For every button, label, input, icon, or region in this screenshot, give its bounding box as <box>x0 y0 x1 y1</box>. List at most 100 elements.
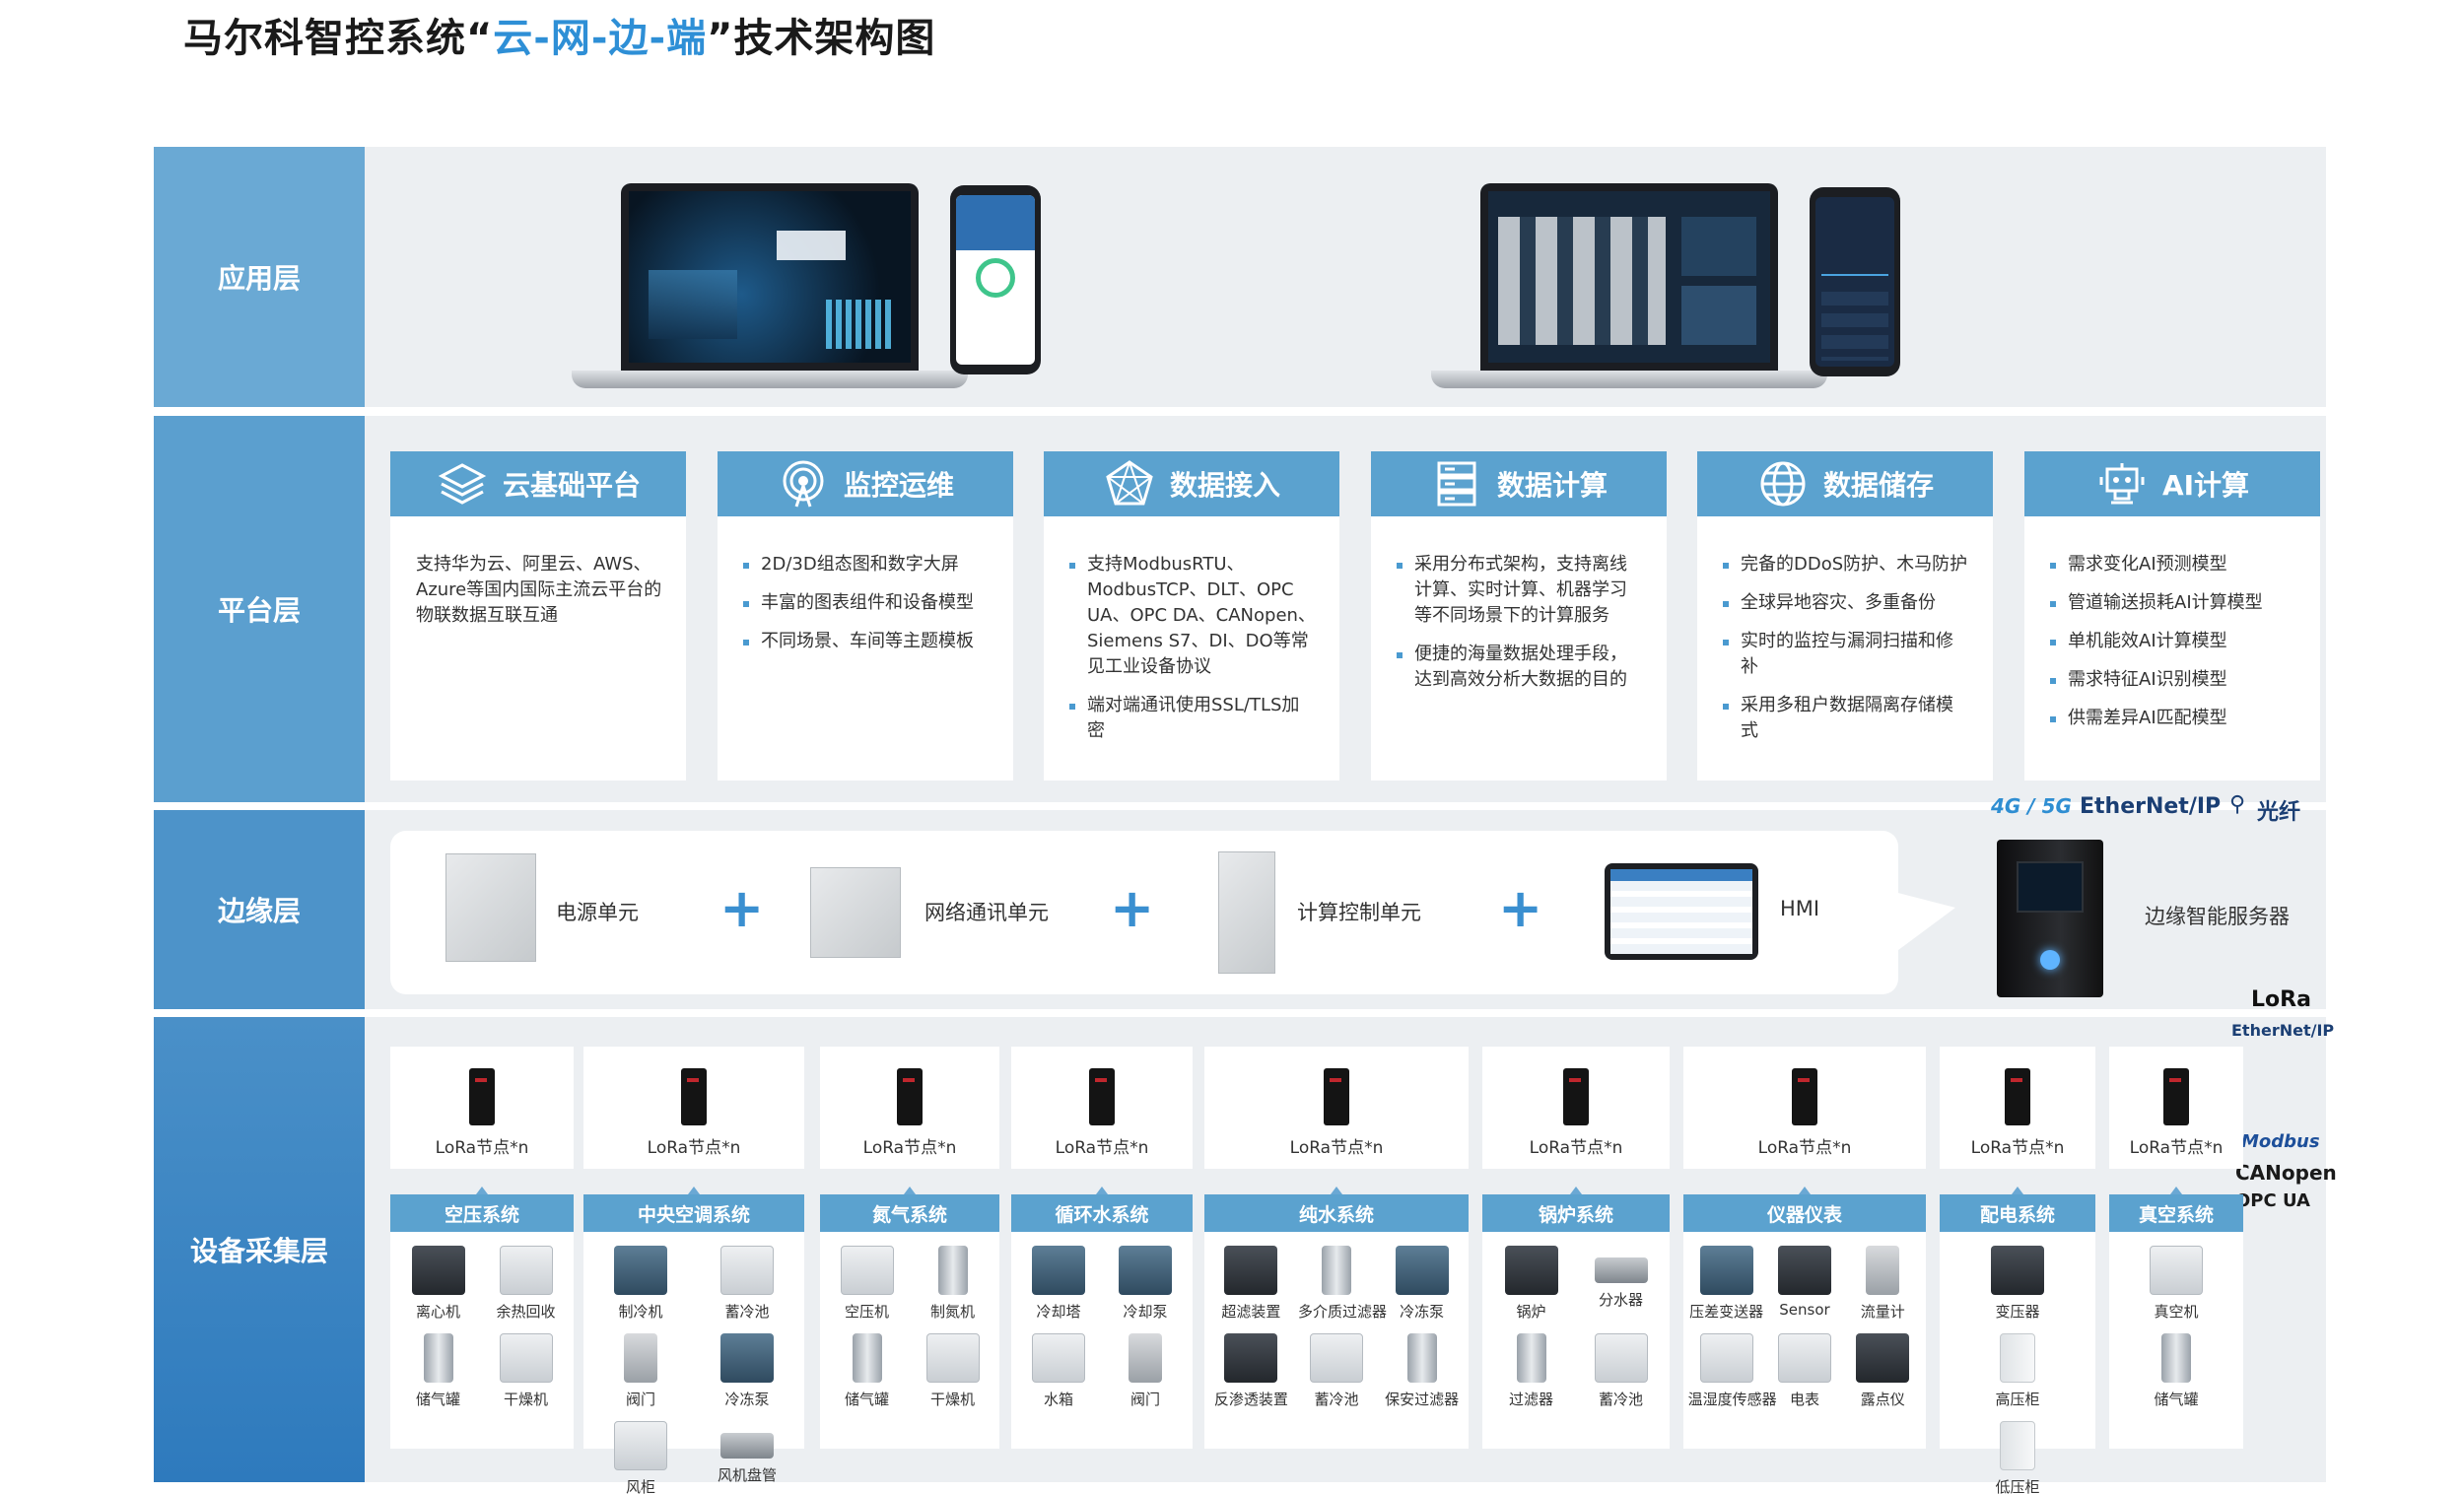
equipment-label: 电表 <box>1789 1391 1819 1408</box>
equipment-icon <box>840 1246 894 1295</box>
page-title: 马尔科智控系统“云-网-边-端”技术架构图 <box>183 16 936 61</box>
lora-protocol: LoRa <box>2251 987 2311 1012</box>
equipment-item: 压差变送器 <box>1688 1242 1765 1322</box>
lora-node-device-icon <box>1324 1068 1349 1125</box>
equipment-icon <box>1699 1246 1753 1295</box>
platform-card-title: 数据接入 <box>1169 469 1280 502</box>
platform-card: 数据计算采用分布式架构，支持离线计算、实时计算、机器学习等不同场景下的计算服务便… <box>1371 451 1667 781</box>
equipment-icon <box>423 1333 453 1383</box>
equipment-label: 水箱 <box>1043 1391 1073 1408</box>
equipment-icon <box>614 1246 667 1295</box>
equipment-label: 真空机 <box>2154 1303 2199 1321</box>
lora-node-device-icon <box>2005 1068 2030 1125</box>
equipment-icon <box>1856 1333 1910 1383</box>
equipment-icon <box>1032 1333 1085 1383</box>
up-arrow-icon <box>1570 1187 1582 1194</box>
equipment-icon <box>1395 1246 1449 1295</box>
equipment-label: 蓄冷池 <box>1314 1391 1359 1408</box>
equipment-label: 风机盘管 <box>717 1466 777 1484</box>
platform-card-item: 便捷的海量数据处理手段，达到高效分析大数据的目的 <box>1397 642 1643 693</box>
equipment-item: 制冷机 <box>602 1242 679 1322</box>
equipment-label: 多介质过滤器 <box>1297 1303 1387 1321</box>
up-arrow-icon <box>1799 1187 1811 1194</box>
platform-card-item: 全球异地容灾、多重备份 <box>1723 590 1969 616</box>
equipment-icon <box>2161 1333 2191 1383</box>
equipment-icon <box>925 1333 980 1383</box>
equipment-icon <box>720 1433 774 1459</box>
equipment-icon <box>1119 1246 1172 1295</box>
equipment-label: 冷冻泵 <box>724 1391 770 1408</box>
equipment-item: 真空机 <box>2138 1242 2215 1322</box>
platform-card-item: 采用多租户数据隔离存储模式 <box>1723 693 1969 744</box>
platform-card-item: 支持ModbusRTU、ModbusTCP、DLT、OPC UA、OPC DA、… <box>1069 552 1316 680</box>
layer-label-app: 应用层 <box>154 147 365 407</box>
equipment-icon <box>720 1333 774 1383</box>
equipment-item: 反渗透装置 <box>1212 1329 1289 1409</box>
server-icon <box>1430 457 1483 510</box>
equipment-label: 阀门 <box>625 1391 655 1408</box>
equipment-item: 冷却泵 <box>1107 1242 1184 1322</box>
lora-node-label: LoRa节点*n <box>1055 1138 1149 1158</box>
edge-unit-hmi: HMI <box>1780 897 1820 920</box>
equipment-icon <box>499 1333 553 1383</box>
equipment-icon <box>1516 1333 1546 1383</box>
equipment-label: 储气罐 <box>415 1391 460 1408</box>
equipment-label: 空压机 <box>844 1303 889 1321</box>
broadcast-icon <box>777 457 830 510</box>
platform-card-header: 监控运维 <box>718 451 1013 516</box>
equipment-item: 风柜 <box>602 1417 679 1494</box>
equipment-label: 超滤装置 <box>1221 1303 1281 1321</box>
platform-card: 数据接入支持ModbusRTU、ModbusTCP、DLT、OPC UA、OPC… <box>1044 451 1339 781</box>
equipment-item: 露点仪 <box>1844 1329 1921 1409</box>
equipment-item: 储气罐 <box>400 1329 477 1409</box>
layers-icon <box>436 457 489 510</box>
layer-label-edge: 边缘层 <box>154 810 365 1009</box>
lora-node-label: LoRa节点*n <box>1529 1138 1623 1158</box>
power-unit-image <box>445 853 536 962</box>
equipment-label: 温湿度传感器 <box>1687 1391 1777 1408</box>
lora-node: LoRa节点*n <box>1683 1047 1926 1194</box>
lora-node-device-icon <box>2163 1068 2189 1125</box>
equipment-label: 分水器 <box>1598 1291 1643 1309</box>
ethernet-ip-protocol: EtherNet/IP <box>2080 794 2222 819</box>
equipment-label: 露点仪 <box>1860 1391 1905 1408</box>
equipment-icon <box>852 1333 882 1383</box>
equipment-label: 阀门 <box>1129 1391 1160 1408</box>
equipment-icon <box>1224 1333 1278 1383</box>
system-group: 氮气系统空压机制氮机储气罐干燥机 <box>820 1194 999 1449</box>
equipment-icon <box>624 1333 657 1383</box>
equipment-label: 锅炉 <box>1516 1303 1546 1321</box>
equipment-item: 超滤装置 <box>1212 1242 1289 1322</box>
laptop-dashboard-left <box>572 183 968 388</box>
equipment-item: 阀门 <box>602 1329 679 1409</box>
canopen-protocol: CANopen <box>2235 1161 2337 1185</box>
phone-app-right <box>1810 187 1900 376</box>
up-arrow-icon <box>2012 1187 2023 1194</box>
platform-card-header: 云基础平台 <box>390 451 686 516</box>
equipment-item: 干燥机 <box>915 1329 992 1409</box>
lora-node: LoRa节点*n <box>1482 1047 1670 1194</box>
equipment-item: 冷冻泵 <box>709 1329 786 1409</box>
network-icon <box>1103 457 1156 510</box>
equipment-item: 冷却塔 <box>1020 1242 1097 1322</box>
lora-node-label: LoRa节点*n <box>862 1138 957 1158</box>
equipment-label: 储气罐 <box>2154 1391 2199 1408</box>
platform-card-item: 2D/3D组态图和数字大屏 <box>743 552 990 577</box>
up-arrow-icon <box>2170 1187 2182 1194</box>
system-group: 纯水系统超滤装置多介质过滤器冷冻泵反渗透装置蓄冷池保安过滤器 <box>1204 1194 1469 1449</box>
edge-unit-compute: 计算控制单元 <box>1297 901 1421 924</box>
platform-card: 数据储存完备的DDoS防护、木马防护全球异地容灾、多重备份实时的监控与漏洞扫描和… <box>1697 451 1993 781</box>
equipment-label: 风柜 <box>625 1478 655 1494</box>
equipment-item: 蓄冷池 <box>1298 1329 1375 1409</box>
platform-card-item: 不同场景、车间等主题模板 <box>743 629 990 654</box>
edge-unit-power: 电源单元 <box>556 901 639 924</box>
platform-card-title: 云基础平台 <box>502 469 641 502</box>
equipment-icon <box>1406 1333 1437 1383</box>
lora-node: LoRa节点*n <box>583 1047 804 1194</box>
lora-node: LoRa节点*n <box>2109 1047 2243 1194</box>
equipment-item: 分水器 <box>1583 1242 1660 1322</box>
platform-card-item: 需求变化AI预测模型 <box>2050 552 2296 577</box>
lora-node-label: LoRa节点*n <box>435 1138 529 1158</box>
platform-card-item: 供需差异AI匹配模型 <box>2050 706 2296 731</box>
